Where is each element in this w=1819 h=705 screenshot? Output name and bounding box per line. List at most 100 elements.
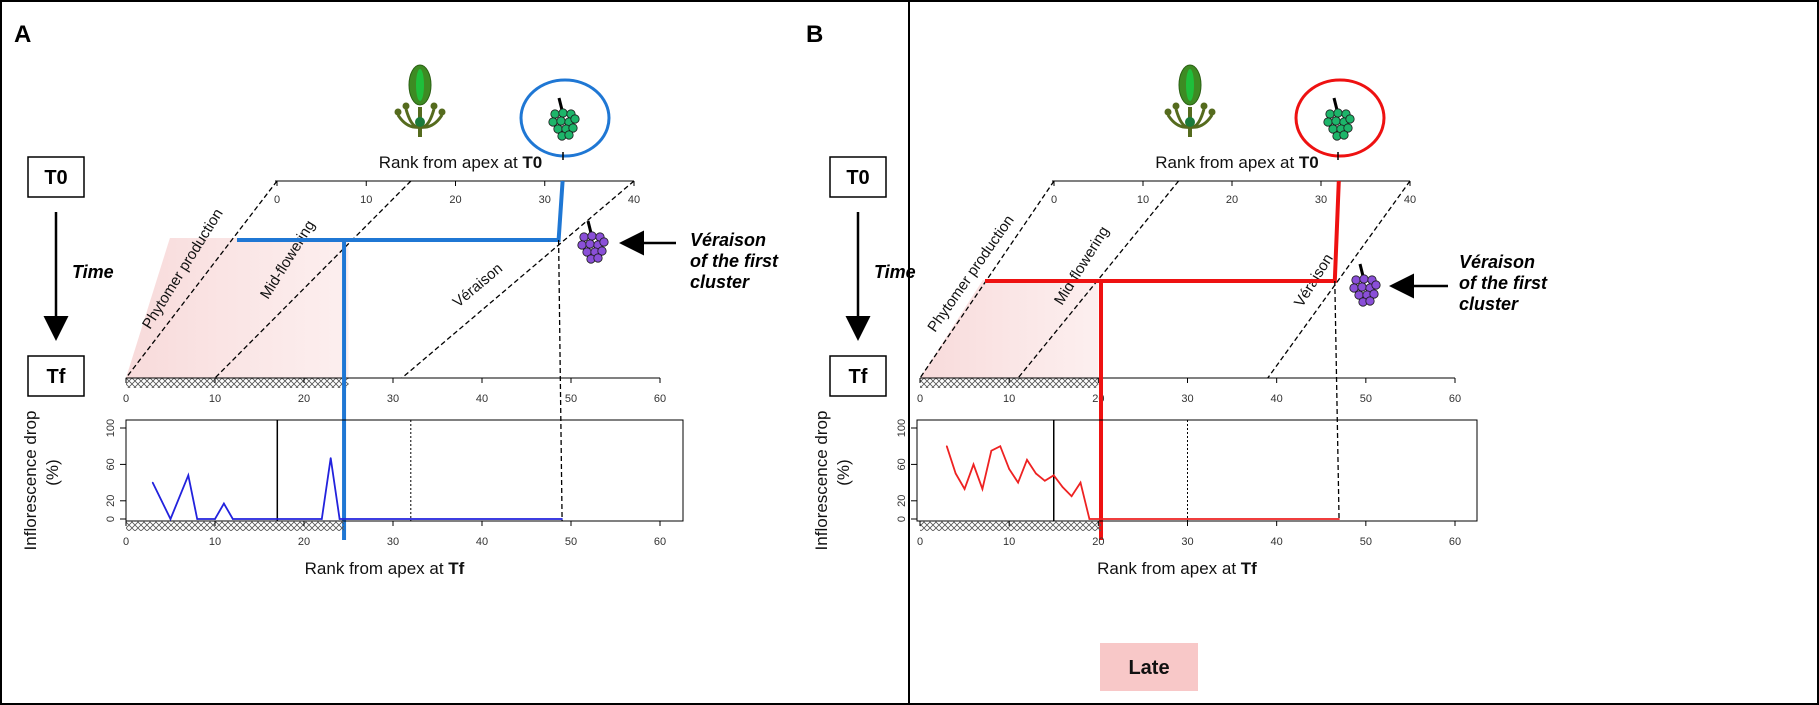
- flower-bud-stripe: [1186, 69, 1194, 101]
- top-axis-tick-label: 30: [539, 194, 551, 206]
- bottom-axis-title: Rank from apex at Tf: [1097, 559, 1257, 578]
- drop-series-point: [954, 472, 957, 475]
- x-tick-label: 20: [1092, 536, 1104, 548]
- purple-cluster-berry: [593, 253, 603, 263]
- bottom-axis-tick-label: 10: [1003, 393, 1015, 405]
- purple-cluster-berry: [587, 231, 597, 241]
- drop-series-point: [990, 449, 993, 452]
- green-cluster-stem: [557, 97, 564, 111]
- purple-cluster-berry: [585, 239, 595, 249]
- late-badge: [1100, 643, 1198, 691]
- green-cluster-berry: [556, 116, 566, 126]
- late-label: Late: [1128, 657, 1169, 679]
- flower-stamen: [419, 114, 444, 129]
- flower-anther: [1208, 108, 1216, 116]
- top-axis-tick-label: 10: [1137, 194, 1149, 206]
- drop-series-point: [321, 518, 323, 520]
- green-cluster-berry: [568, 123, 578, 133]
- top-axis-tick-label: 20: [1226, 194, 1238, 206]
- flower-anther: [1172, 102, 1180, 110]
- drop-series-point: [338, 518, 341, 520]
- top-axis-tick-label: 0: [274, 194, 280, 206]
- drop-series-point: [1026, 459, 1028, 461]
- flower-ovary: [1185, 117, 1195, 127]
- drop-series-point: [1008, 468, 1010, 470]
- x-tick-label: 10: [209, 536, 221, 548]
- mid-flowering-line: [1017, 180, 1180, 379]
- drop-series-point: [1017, 481, 1019, 484]
- green-cluster-berry: [1333, 108, 1343, 118]
- cluster-circle: [519, 78, 611, 158]
- drop-series-point: [232, 518, 234, 520]
- flower-stamen: [1189, 114, 1214, 129]
- flower-stamen: [404, 108, 421, 129]
- drop-series-point: [981, 488, 984, 490]
- green-cluster-berry: [1345, 114, 1355, 124]
- purple-cluster-berry: [1371, 280, 1381, 290]
- phytomer-shaded-region: [126, 238, 349, 378]
- top-axis-tick-label: 40: [1404, 194, 1416, 206]
- purple-cluster-berry: [579, 232, 589, 242]
- y-tick-label: 60: [896, 458, 908, 470]
- x-tick-label: 50: [565, 536, 577, 548]
- drop-series-point: [972, 463, 975, 466]
- green-cluster-stem: [1332, 97, 1339, 111]
- green-cluster-berry: [564, 130, 574, 140]
- panel-letter: A: [14, 21, 31, 48]
- flower-anther: [1200, 102, 1208, 110]
- drop-series-point: [1338, 518, 1340, 520]
- bottom-hatched-bar: [126, 378, 349, 388]
- y-tick-label: 20: [896, 495, 908, 507]
- drop-series-point: [1061, 486, 1064, 488]
- drop-series-point: [151, 481, 154, 484]
- bottom-axis-tick-label: 30: [1181, 393, 1193, 405]
- veraison-note-line: cluster: [1459, 294, 1519, 314]
- drop-series-point: [999, 445, 1002, 448]
- top-axis-tick-label: 10: [360, 194, 372, 206]
- tf-box: [829, 355, 887, 397]
- t0-label: T0: [846, 167, 869, 189]
- green-cluster-berry: [550, 109, 560, 119]
- flower-ovary: [415, 117, 425, 127]
- flower-bud-stripe: [416, 69, 424, 101]
- green-cluster-berry: [570, 114, 580, 124]
- drop-series-point: [1052, 474, 1055, 477]
- drop-series-point: [945, 445, 948, 448]
- veraison-drop-line: [557, 239, 563, 522]
- veraison-note-line: cluster: [690, 272, 750, 292]
- bottom-axis-tick-label: 0: [123, 393, 129, 405]
- mid-flowering-line: [214, 180, 412, 379]
- x-tick-label: 20: [298, 536, 310, 548]
- veraison-note-line: of the first: [1459, 273, 1548, 293]
- purple-cluster-stem: [1358, 263, 1365, 277]
- veraison-line: [1267, 180, 1411, 379]
- y-tick-label: 100: [896, 419, 908, 437]
- drop-series-point: [1088, 518, 1091, 520]
- green-cluster-berry: [558, 108, 568, 118]
- drop-chart-hatched-bar: [920, 521, 1102, 531]
- purple-cluster-berry: [1357, 282, 1367, 292]
- tf-label: Tf: [47, 366, 66, 388]
- purple-cluster-berry: [599, 237, 609, 247]
- bottom-axis-tick-label: 20: [298, 393, 310, 405]
- bottom-axis-title: Rank from apex at Tf: [305, 559, 465, 578]
- panel-letter: B: [806, 21, 823, 48]
- veraison-note-line: Véraison: [690, 230, 766, 250]
- top-axis-title: Rank from apex at T0: [1155, 153, 1318, 172]
- purple-cluster-berry: [1365, 296, 1375, 306]
- top-axis-tick-label: 0: [1051, 194, 1057, 206]
- purple-cluster-stem: [586, 220, 593, 234]
- x-tick-label: 60: [654, 536, 666, 548]
- x-tick-label: 0: [917, 536, 923, 548]
- x-tick-label: 40: [476, 536, 488, 548]
- drop-chart-hatched-bar: [126, 521, 345, 531]
- drop-chart-frame: [125, 419, 684, 522]
- y-tick-label: 100: [105, 419, 117, 437]
- time-label: Time: [874, 262, 916, 282]
- drop-series-point: [169, 518, 172, 520]
- flower-anther: [402, 102, 410, 110]
- drop-series-point: [187, 474, 190, 477]
- y-tick-label: 20: [105, 495, 117, 507]
- drop-series-point: [1079, 481, 1082, 484]
